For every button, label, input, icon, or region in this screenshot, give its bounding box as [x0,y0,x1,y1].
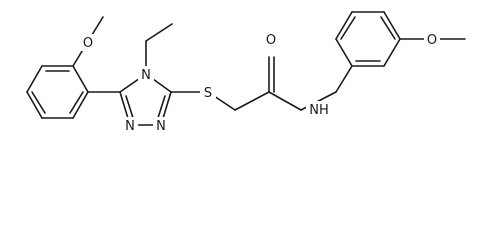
atom-labels: O N N N S O NH O [80,31,440,134]
bond [125,95,135,122]
bond [31,91,46,114]
atom-label-nh: NH [309,103,329,118]
atom-label-o-methoxy-right: O [427,33,437,48]
bond [26,65,43,93]
atom-label-n2: N [156,119,166,134]
atom-label-o-carbonyl: O [266,33,276,48]
bond [26,91,43,119]
bond [383,11,401,40]
bond [335,65,353,93]
molecule-structure-diagram: O N N N S O NH O [26,11,466,134]
bond [145,23,173,42]
atom-label-n4: N [141,68,151,83]
bond [234,91,270,111]
bond [335,11,353,40]
bonds [26,11,466,126]
bond [340,16,356,40]
bond [72,91,89,119]
bond [156,95,166,122]
bond [380,16,396,40]
bond [69,91,84,114]
atom-label-o-methoxy-left: O [83,36,93,51]
bond [335,38,353,67]
bond [72,65,89,93]
atom-label-n1: N [125,119,135,134]
bond [383,38,401,67]
bond [268,91,302,111]
atom-label-sulfur: S [204,86,212,101]
